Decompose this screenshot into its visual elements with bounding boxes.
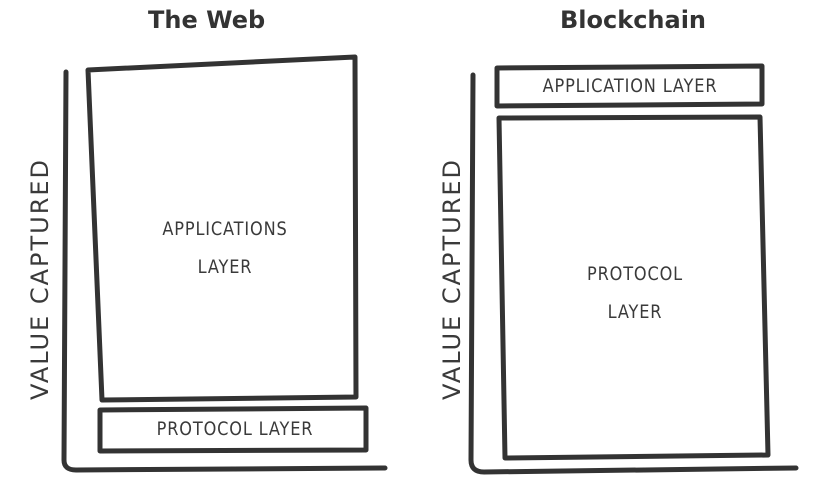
right-axis <box>468 72 799 475</box>
label-line: PROTOCOL <box>586 263 684 285</box>
application-layer-box <box>494 63 765 109</box>
applications-layer-label: APPLICATIONS LAYER <box>144 210 306 286</box>
blockchain-protocol-layer-box <box>496 114 771 461</box>
blockchain-title: Blockchain <box>560 6 707 34</box>
web-protocol-layer-box <box>97 405 369 454</box>
blockchain-protocol-layer-label: PROTOCOL LAYER <box>554 255 716 331</box>
label-line: APPLICATIONS <box>162 218 288 240</box>
blockchain-value-captured-label: VALUE CAPTURED <box>438 157 466 401</box>
application-layer-label: APPLICATION LAYER <box>542 75 718 97</box>
web-protocol-layer-label: PROTOCOL LAYER <box>156 418 314 440</box>
label-line: LAYER <box>607 301 663 323</box>
applications-layer-box <box>85 54 359 403</box>
web-title: The Web <box>148 6 266 34</box>
left-axis <box>61 69 388 473</box>
web-value-captured-label: VALUE CAPTURED <box>26 157 54 401</box>
label-line: LAYER <box>197 256 253 278</box>
